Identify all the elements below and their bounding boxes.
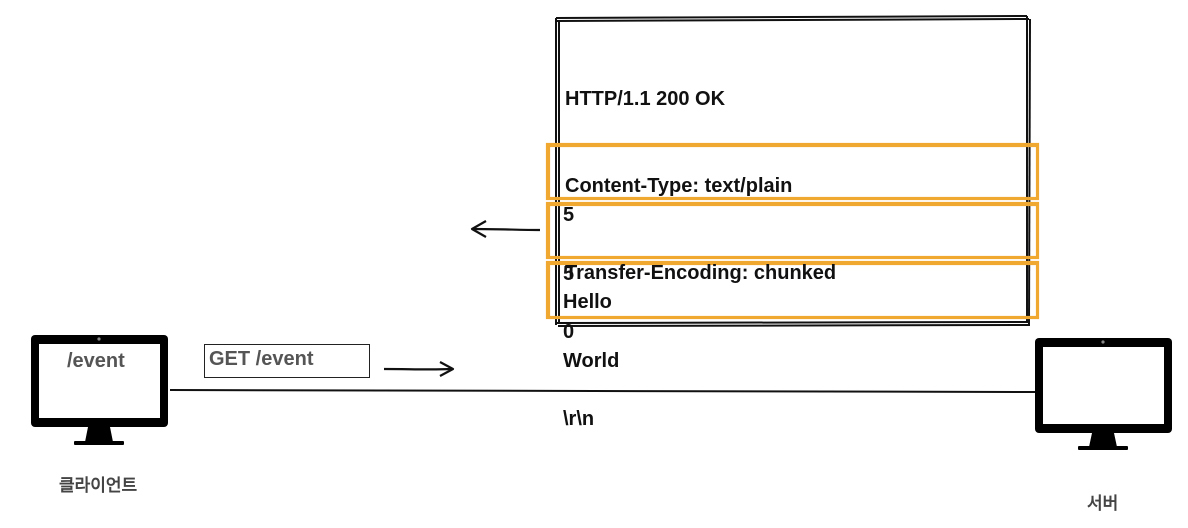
response-headers: HTTP/1.1 200 OK Content-Type: text/plain… xyxy=(565,27,836,317)
status-line: HTTP/1.1 200 OK xyxy=(565,88,726,110)
connection-line xyxy=(169,389,1036,394)
chunk-1: 5 Hello xyxy=(563,143,612,346)
chunk-box-2 xyxy=(545,201,1040,260)
chunk-2: 5 World xyxy=(563,202,619,405)
chunk-box-1 xyxy=(545,142,1040,201)
response-frame xyxy=(555,15,1031,327)
server-label: 서버 xyxy=(1087,494,1119,513)
client-monitor-icon xyxy=(31,335,168,445)
request-label: GET /event xyxy=(209,348,314,370)
content-type-header: Content-Type: text/plain xyxy=(565,175,793,197)
chunk-size: 0 xyxy=(563,321,575,343)
client-label: 클라이언트 xyxy=(59,476,138,495)
transfer-encoding-header: Transfer-Encoding: chunked xyxy=(565,262,837,284)
request-arrow-icon xyxy=(383,361,455,377)
request-box: GET /event xyxy=(204,344,370,378)
chunk-data: \r\n xyxy=(563,408,595,430)
chunk-3: 0 \r\n xyxy=(563,260,594,463)
server-monitor-icon xyxy=(1035,338,1172,450)
chunk-box-3 xyxy=(545,260,1040,320)
chunk-data: Hello xyxy=(563,291,612,313)
response-arrow-icon xyxy=(470,220,541,238)
chunk-data: World xyxy=(563,350,620,372)
client-screen-text: /event xyxy=(67,350,125,372)
chunk-size: 5 xyxy=(563,204,575,226)
chunk-size: 5 xyxy=(563,263,575,285)
